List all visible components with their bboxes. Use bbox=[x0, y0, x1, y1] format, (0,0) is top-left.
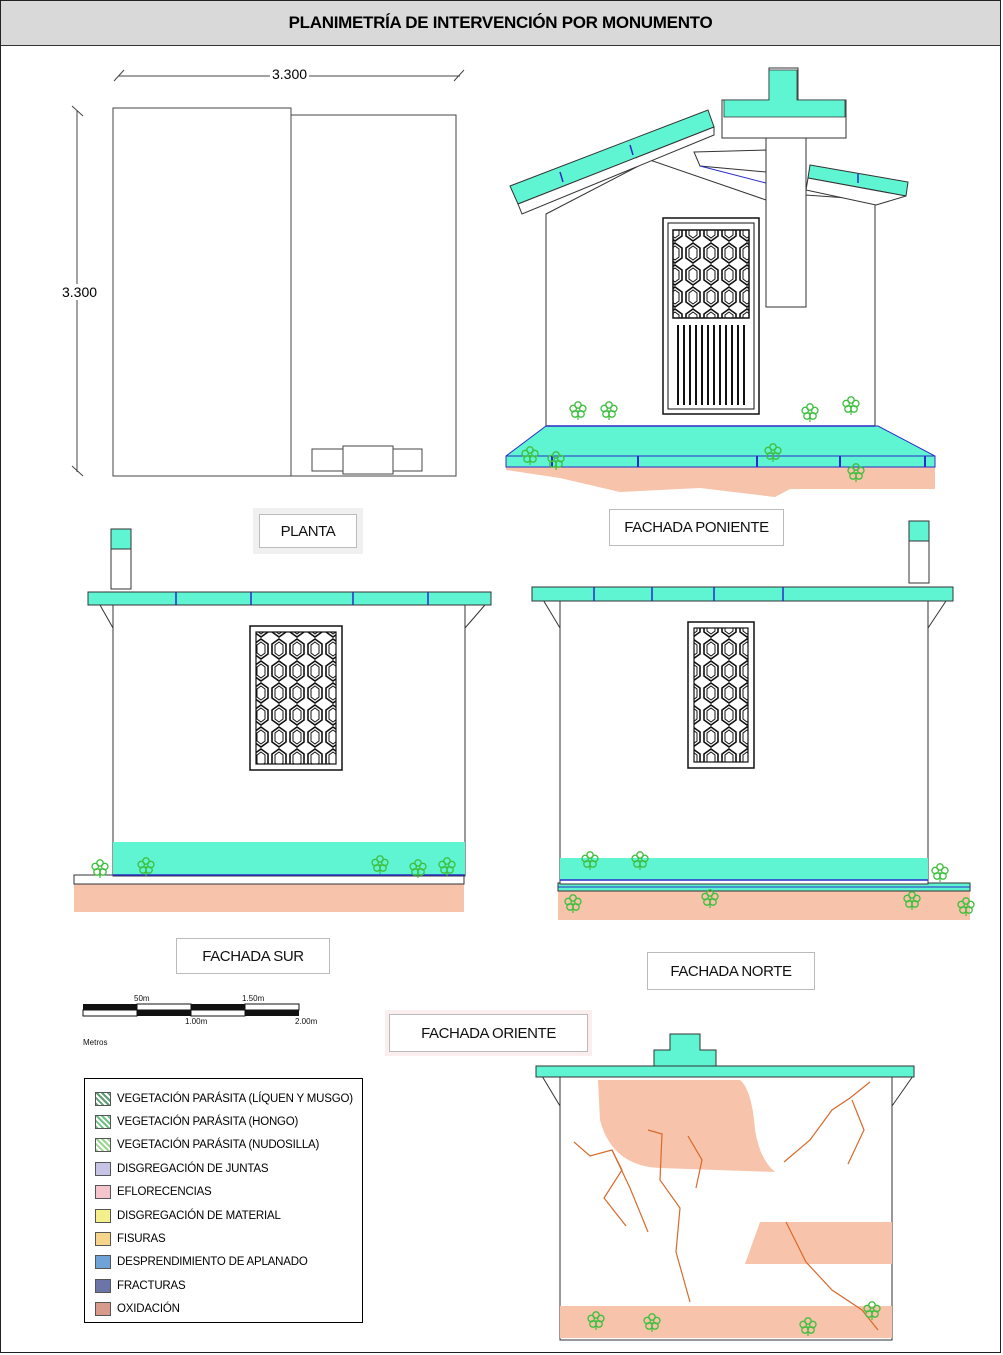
scale-bar bbox=[82, 1003, 300, 1017]
legend-item: OXIDACIÓN bbox=[95, 1298, 362, 1321]
legend-item: VEGETACIÓN PARÁSITA (NUDOSILLA) bbox=[95, 1134, 362, 1157]
legend-item: VEGETACIÓN PARÁSITA (HONGO) bbox=[95, 1110, 362, 1133]
slate-swatch-icon bbox=[95, 1278, 111, 1293]
legend-item: FISURAS bbox=[95, 1227, 362, 1250]
legend-label: FISURAS bbox=[117, 1233, 166, 1246]
legend-item: EFLORECENCIAS bbox=[95, 1181, 362, 1204]
salmon-swatch-icon bbox=[95, 1302, 111, 1317]
plan-width-dimension: 3.300 bbox=[270, 66, 310, 82]
legend-label: VEGETACIÓN PARÁSITA (LÍQUEN Y MUSGO) bbox=[117, 1092, 353, 1105]
orange-swatch-icon bbox=[95, 1232, 111, 1247]
legend-item: DISGREGACIÓN DE MATERIAL bbox=[95, 1204, 362, 1227]
legend-label: OXIDACIÓN bbox=[117, 1303, 180, 1316]
label-fachada-norte: FACHADA NORTE bbox=[647, 952, 815, 990]
scale-units: Metros bbox=[83, 1038, 108, 1047]
scale-label-100m: 1.00m bbox=[185, 1017, 208, 1026]
label-fachada-oriente: FACHADA ORIENTE bbox=[389, 1014, 588, 1052]
planta-drawing bbox=[71, 69, 465, 477]
scale-label-50m: 50m bbox=[134, 994, 150, 1003]
label-planta: PLANTA bbox=[259, 514, 357, 548]
hatched-green-swatch-icon bbox=[95, 1091, 111, 1106]
legend-box: VEGETACIÓN PARÁSITA (LÍQUEN Y MUSGO) VEG… bbox=[84, 1078, 363, 1323]
lavender-swatch-icon bbox=[95, 1161, 111, 1176]
legend-label: FRACTURAS bbox=[117, 1279, 186, 1292]
legend-label: VEGETACIÓN PARÁSITA (HONGO) bbox=[117, 1116, 299, 1129]
fachada-poniente-drawing bbox=[505, 67, 936, 497]
label-fachada-sur: FACHADA SUR bbox=[176, 938, 330, 974]
legend-item: DISGREGACIÓN DE JUNTAS bbox=[95, 1157, 362, 1180]
fachada-norte-drawing bbox=[531, 520, 975, 920]
hatched-green-swatch-icon bbox=[95, 1115, 111, 1130]
blue-swatch-icon bbox=[95, 1255, 111, 1270]
hatched-green-swatch-icon bbox=[95, 1138, 111, 1153]
scale-label-200m: 2.00m bbox=[295, 1017, 318, 1026]
pink-swatch-icon bbox=[95, 1185, 111, 1200]
legend-label: EFLORECENCIAS bbox=[117, 1186, 212, 1199]
legend-label: VEGETACIÓN PARÁSITA (NUDOSILLA) bbox=[117, 1139, 320, 1152]
sheet-title: PLANIMETRÍA DE INTERVENCIÓN POR MONUMENT… bbox=[1, 1, 1000, 46]
legend-label: DISGREGACIÓN DE JUNTAS bbox=[117, 1162, 269, 1175]
label-fachada-poniente: FACHADA PONIENTE bbox=[609, 509, 784, 546]
legend-item: FRACTURAS bbox=[95, 1274, 362, 1297]
legend-label: DESPRENDIMIENTO DE APLANADO bbox=[117, 1256, 308, 1269]
fachada-oriente-drawing bbox=[535, 1033, 915, 1341]
legend-item: DESPRENDIMIENTO DE APLANADO bbox=[95, 1251, 362, 1274]
scale-label-150m: 1.50m bbox=[242, 994, 265, 1003]
legend-item: VEGETACIÓN PARÁSITA (LÍQUEN Y MUSGO) bbox=[95, 1087, 362, 1110]
legend-label: DISGREGACIÓN DE MATERIAL bbox=[117, 1209, 281, 1222]
yellow-swatch-icon bbox=[95, 1208, 111, 1223]
plan-height-dimension: 3.300 bbox=[60, 284, 100, 300]
fachada-sur-drawing bbox=[73, 528, 492, 912]
